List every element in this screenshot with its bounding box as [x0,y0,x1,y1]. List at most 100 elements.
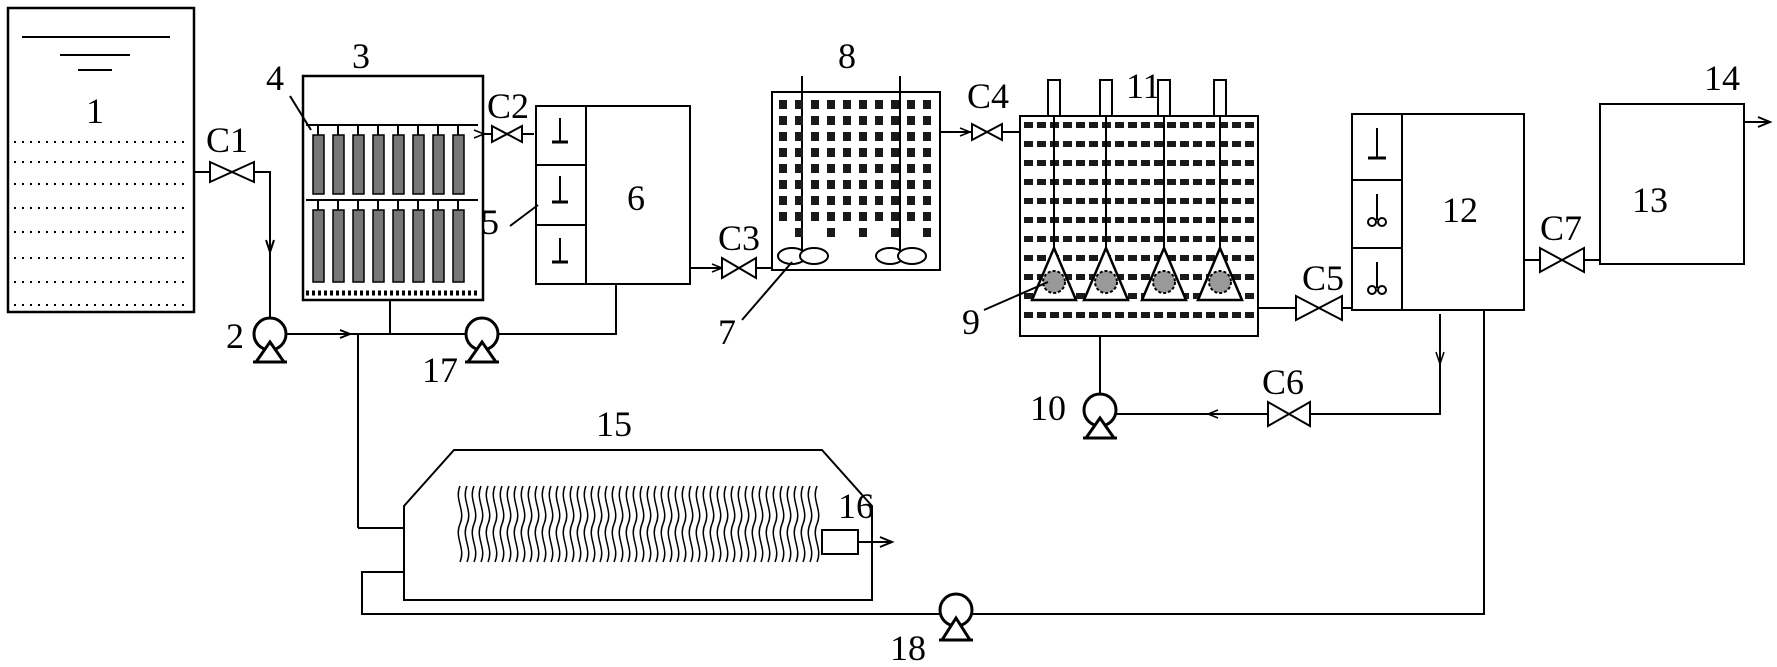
element-9-media [1042,270,1066,294]
packing-block [1232,160,1241,166]
filter-plate [709,485,715,563]
filter-plate [772,485,778,563]
packing-block [827,164,835,173]
packing-block [827,196,835,205]
valve-label-c5: C5 [1302,258,1344,298]
valve-label-c3: C3 [718,218,760,258]
pump-18 [938,592,974,642]
filter-plate [506,485,512,563]
packing-block [1037,255,1046,261]
element-4 [312,134,325,195]
packing-block [1063,255,1072,261]
filter-plate [681,485,687,563]
packing-block [1024,312,1033,318]
packing-block [1141,179,1150,185]
packing-block [1180,312,1189,318]
filter-plate [807,485,813,563]
packing-block [1024,293,1033,299]
filter-plate [478,485,484,563]
packing-block [859,100,867,109]
leader-9 [983,281,1049,311]
valve-label-c4: C4 [967,76,1009,116]
packing-block [1154,236,1163,242]
packing-block [1232,312,1241,318]
packing-block [795,196,803,205]
packing-block [859,196,867,205]
tank-1: 1 [6,6,196,314]
packing-block [827,100,835,109]
filter-plate [541,485,547,563]
valve-c1 [209,160,255,184]
filter-plate [583,485,589,563]
element-4 [352,209,365,283]
packing-block [1154,122,1163,128]
element-9-media [1152,270,1176,294]
packing-block [859,164,867,173]
filter-plate [492,485,498,563]
packing-block [875,180,883,189]
packing-block [1232,122,1241,128]
element-4 [352,134,365,195]
packing-block [1232,198,1241,204]
packing-block [1089,217,1098,223]
filter-plate [744,485,750,563]
packing-block [1076,312,1085,318]
packing-block [795,116,803,125]
packing-block [1115,141,1124,147]
packing-block [1219,198,1228,204]
mixer-12a [1368,128,1386,160]
packing-block [1037,160,1046,166]
packing-block [907,100,915,109]
packing-block [1180,255,1189,261]
valve-label-c2: C2 [487,86,529,126]
packing-block [1024,236,1033,242]
filter-plate [758,485,764,563]
unit-15 [403,449,873,601]
packing-block [1089,255,1098,261]
packing-block [1206,198,1215,204]
packing-block [1076,217,1085,223]
packing-block [1245,312,1254,318]
packing-block [1154,198,1163,204]
packing-block [1154,312,1163,318]
label-9: 9 [962,302,980,342]
mixer-12b [1367,194,1387,227]
label-11: 11 [1126,66,1161,106]
label-7: 7 [718,312,736,352]
packing-block [1232,255,1241,261]
filter-plate [618,485,624,563]
packing-block [1128,312,1137,318]
leader-4 [289,95,312,131]
valve-c2 [491,124,523,144]
packing-block [1193,312,1202,318]
packing-block [1089,236,1098,242]
packing-block [843,116,851,125]
valve-label-c6: C6 [1262,362,1304,402]
packing-block [1193,217,1202,223]
packing-block [827,180,835,189]
tube-1 [1047,79,1061,117]
packing-block [1115,236,1124,242]
pipe-pump18-to-unit12 [972,310,1485,615]
packing-block [1193,236,1202,242]
element-4 [312,209,325,283]
packing-block [843,148,851,157]
packing-block [1167,179,1176,185]
packing-block [923,100,931,109]
packing-block [1219,160,1228,166]
pump-2 [252,316,288,364]
packing-block [1167,122,1176,128]
packing-block [1193,293,1202,299]
packing-block [923,148,931,157]
packing-block [811,196,819,205]
filter-plate [814,485,820,563]
packing-block [795,228,803,237]
packing-block [1037,312,1046,318]
packing-block [1245,122,1254,128]
unit-3 [301,74,485,302]
packing-block [1037,141,1046,147]
outlet-14-arrow [1757,116,1773,128]
packing-block [891,164,899,173]
